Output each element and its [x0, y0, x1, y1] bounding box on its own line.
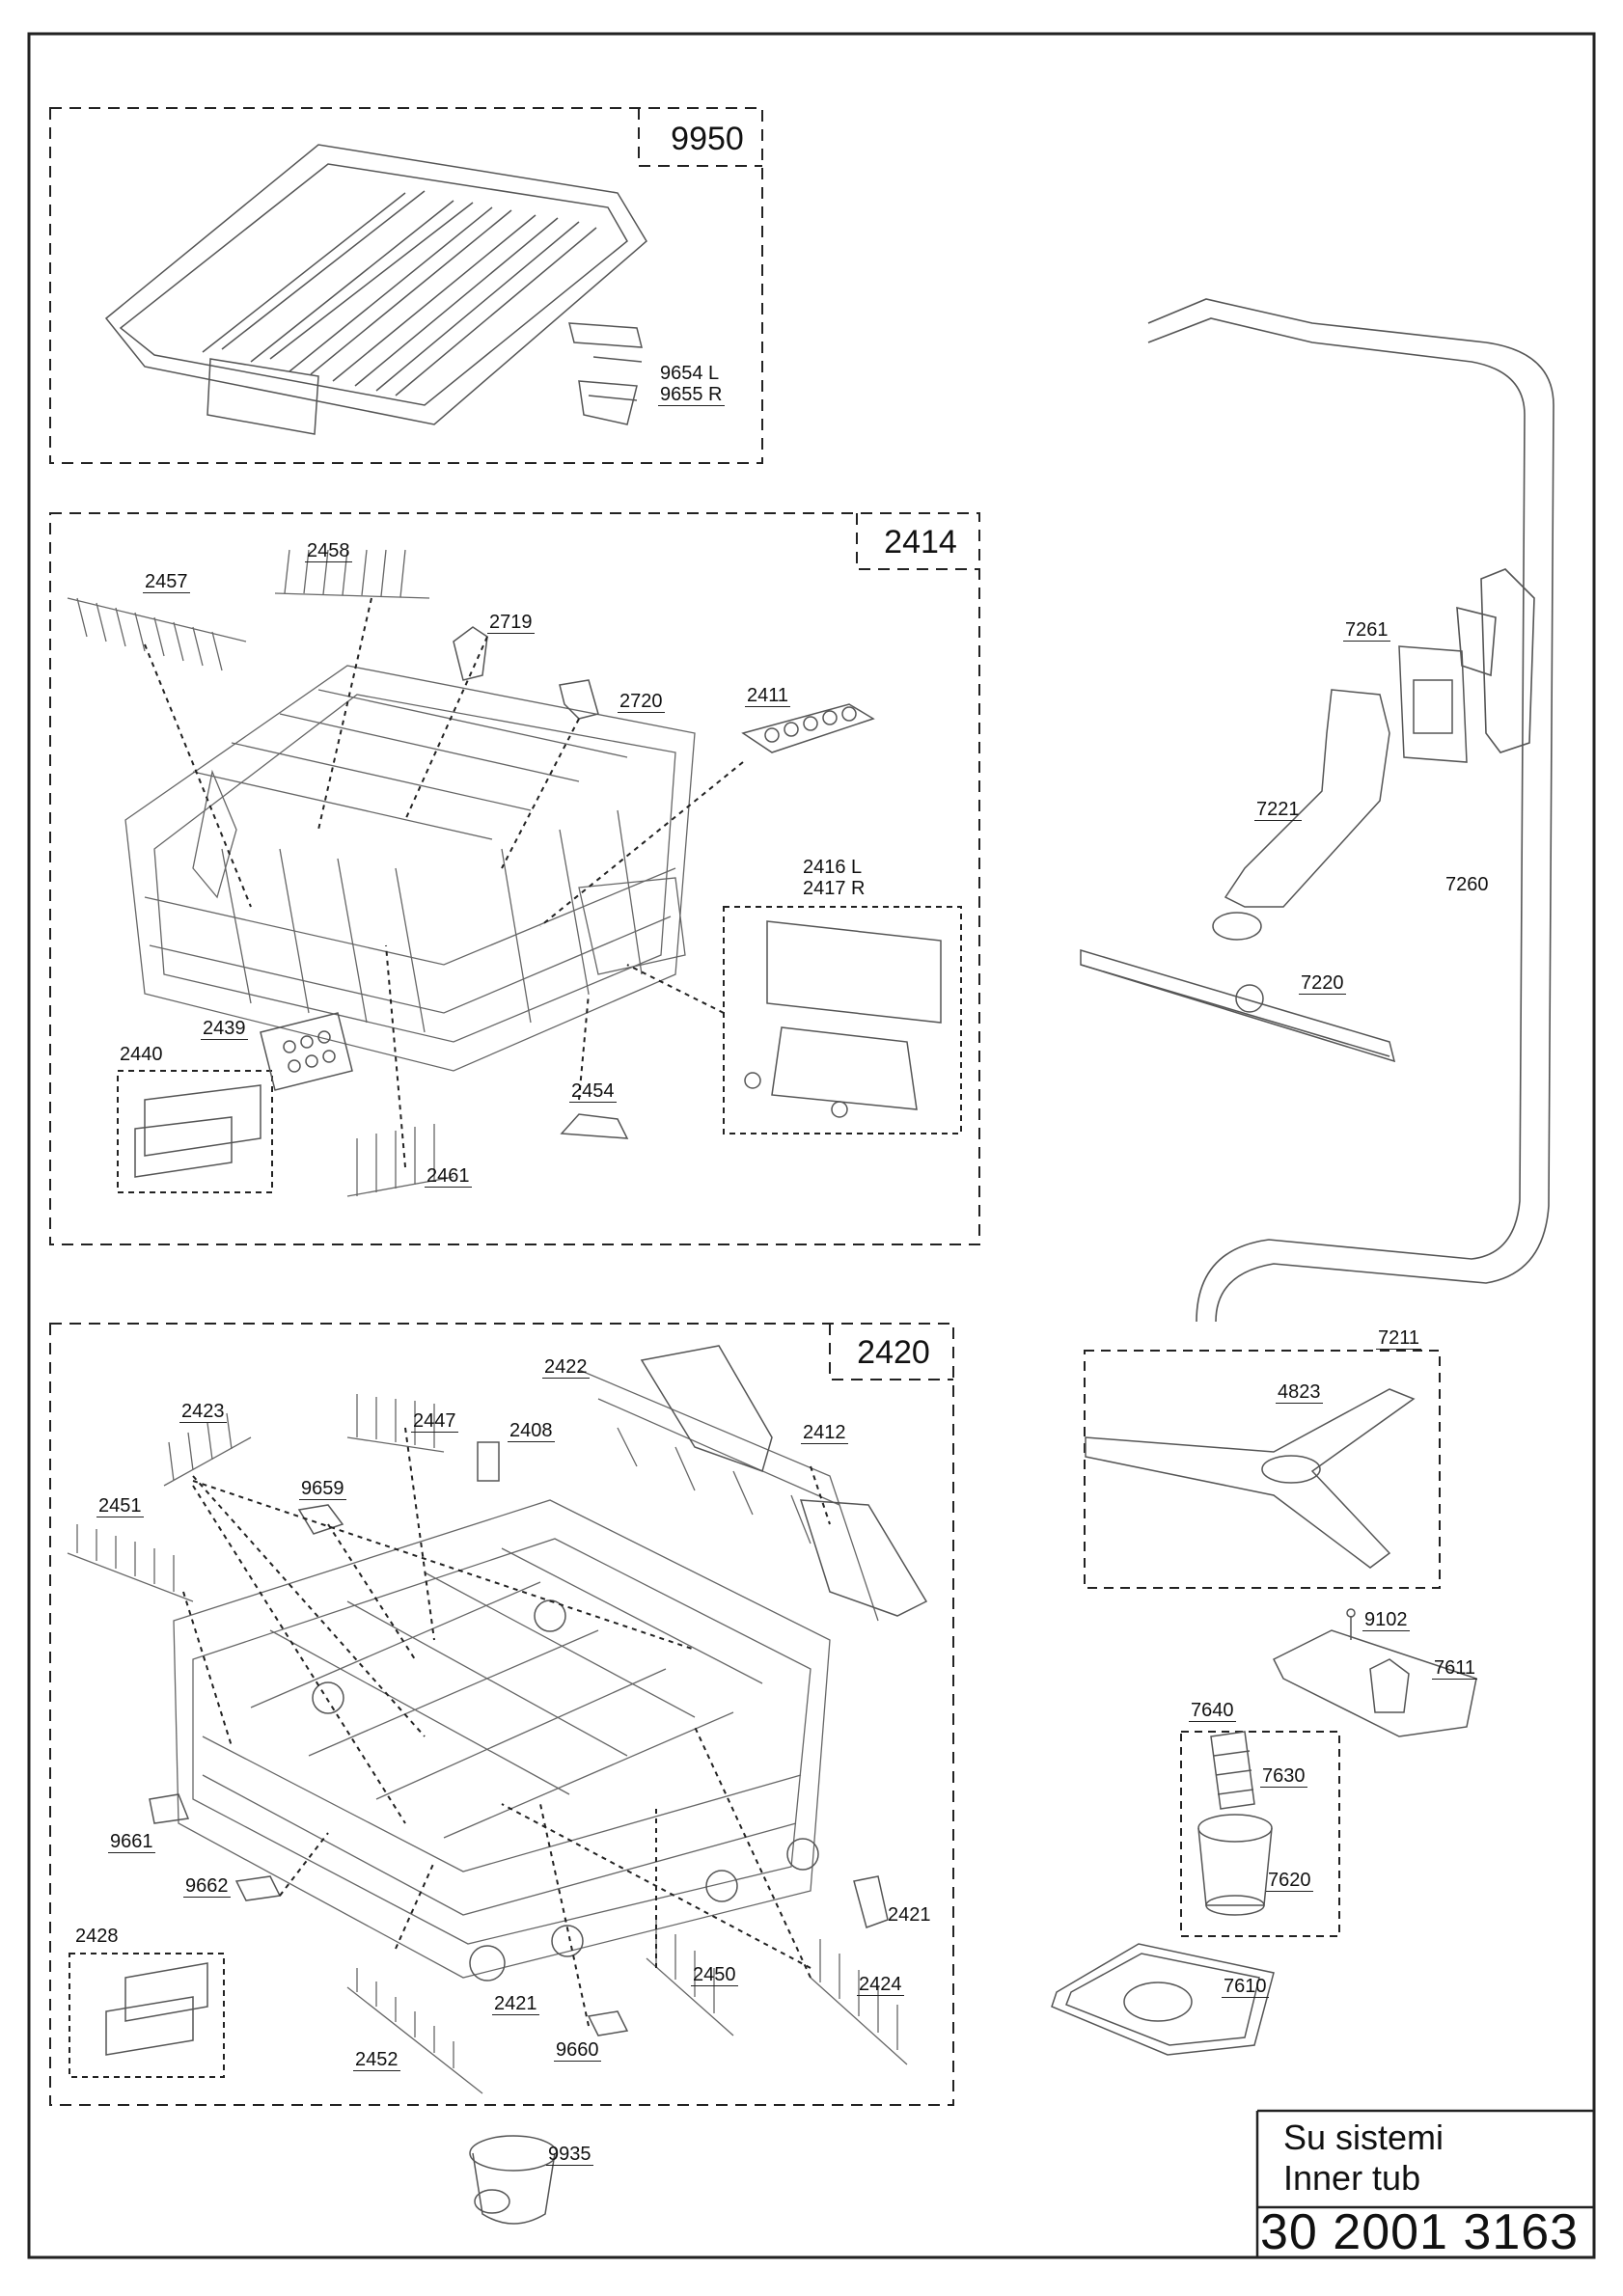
- upper-leader-lines: [144, 597, 744, 1168]
- group-9950-box: [49, 107, 763, 464]
- rack-part-2424-drawing: [810, 1939, 908, 2065]
- part-label-9662: 9662: [183, 1875, 231, 1898]
- part-7630-drawing: [1210, 1731, 1255, 1810]
- rack-part-2447-drawing: [346, 1394, 445, 1453]
- part-2439-drawing: [260, 1012, 353, 1091]
- rack-part-2457-drawing: [67, 597, 247, 671]
- part-label-2412: 2412: [801, 1422, 848, 1444]
- title-block-line-2: Inner tub: [1283, 2158, 1421, 2198]
- title-block-frame: [1255, 2109, 1594, 2257]
- part-label-9655: 9655 R: [658, 384, 725, 406]
- title-block-drawing-code: 30 2001 3163: [1260, 2204, 1580, 2260]
- part-label-2720: 2720: [618, 691, 665, 713]
- subgroup-7211-box: [1084, 1350, 1441, 1589]
- upper-basket-drawing: [124, 665, 696, 1072]
- sheet-frame: [27, 32, 1596, 2259]
- part-7620-drawing: [1197, 1814, 1273, 1916]
- group-label-2420: 2420: [857, 1334, 930, 1371]
- part-2440-drawing: [134, 1084, 261, 1178]
- part-label-2454: 2454: [569, 1080, 617, 1103]
- rack-part-2423-drawing: [163, 1412, 252, 1487]
- subgroup-2428-box: [69, 1953, 225, 2078]
- part-label-9661: 9661: [108, 1831, 155, 1853]
- part-label-2450: 2450: [691, 1964, 738, 1986]
- lower-basket-drawing: [173, 1369, 879, 1979]
- subgroup-2440-box: [117, 1070, 273, 1193]
- part-label-7221: 7221: [1254, 799, 1302, 821]
- part-label-2416: 2416 L: [803, 857, 863, 878]
- part-label-2421-bottom: 2421: [492, 1993, 539, 2015]
- rack-part-2452-drawing: [346, 1968, 483, 2094]
- part-2719-drawing: [453, 626, 488, 681]
- part-2454-drawing: [560, 1113, 629, 1139]
- part-label-4823: 4823: [1276, 1381, 1323, 1404]
- part-label-2458: 2458: [305, 540, 352, 562]
- group-2414-box: [49, 512, 980, 1245]
- subgroup-2416-box: [723, 906, 962, 1134]
- part-label-9659: 9659: [299, 1478, 346, 1500]
- part-2412-drawing: [640, 1345, 928, 1617]
- lower-clips-drawing: [149, 1504, 629, 2036]
- screw-9102-drawing: [1346, 1608, 1356, 1640]
- rack-part-2450-drawing: [646, 1920, 734, 2036]
- part-7220-spray-arm-drawing: [1080, 948, 1396, 1063]
- part-label-7610: 7610: [1222, 1976, 1269, 1998]
- part-2720-drawing: [559, 679, 599, 720]
- water-channel-drawing: [1147, 298, 1554, 1323]
- part-7221-drawing: [1212, 689, 1390, 941]
- part-7611-drawing: [1272, 1629, 1477, 1737]
- part-label-2424: 2424: [857, 1974, 904, 1996]
- part-label-7630: 7630: [1260, 1765, 1307, 1788]
- part-9935-drawing: [469, 2135, 558, 2225]
- part-label-9935: 9935: [546, 2144, 593, 2166]
- part-label-2461: 2461: [425, 1165, 472, 1188]
- rack-part-2451-drawing: [67, 1524, 194, 1602]
- part-2408-drawing: [477, 1441, 500, 1482]
- part-2428-drawing: [105, 1962, 208, 2056]
- part-label-7211: 7211: [1376, 1327, 1422, 1350]
- part-label-7261: 7261: [1343, 619, 1390, 642]
- part-label-2451: 2451: [96, 1495, 144, 1517]
- part-label-2423: 2423: [179, 1401, 227, 1423]
- part-2416-drawing: [744, 920, 942, 1118]
- wheels-2421-drawing: [312, 1599, 889, 1982]
- part-label-7620: 7620: [1266, 1870, 1313, 1892]
- group-label-9950: 9950: [671, 121, 744, 157]
- part-label-9102: 9102: [1362, 1609, 1410, 1631]
- group-label-2414: 2414: [884, 524, 957, 560]
- part-7261-drawing: [1398, 645, 1468, 763]
- part-label-9660: 9660: [554, 2039, 601, 2062]
- part-label-2439: 2439: [201, 1018, 248, 1040]
- part-label-2421-right: 2421: [888, 1904, 931, 1926]
- lower-leader-lines: [182, 1427, 831, 2027]
- part-label-9654: 9654 L: [660, 363, 720, 384]
- part-label-2447: 2447: [411, 1410, 458, 1433]
- part-2411-drawing: [741, 703, 875, 753]
- part-label-7220: 7220: [1299, 972, 1346, 995]
- part-label-2440: 2440: [120, 1044, 163, 1065]
- part-label-2719: 2719: [487, 612, 535, 634]
- group-2420-box: [49, 1323, 954, 2106]
- part-label-2457: 2457: [143, 571, 190, 593]
- title-block-line-1: Su sistemi: [1283, 2118, 1444, 2157]
- subgroup-7640-box: [1180, 1731, 1340, 1937]
- part-label-2422: 2422: [542, 1356, 590, 1379]
- part-7610-drawing: [1051, 1943, 1275, 2056]
- rack-part-2458-drawing: [274, 549, 430, 599]
- part-label-2417: 2417 R: [803, 878, 866, 899]
- part-label-2411: 2411: [745, 685, 791, 707]
- cutlery-tray-drawing: [104, 144, 647, 435]
- spray-arm-7211-drawing: [1085, 1388, 1416, 1569]
- part-label-7611: 7611: [1432, 1657, 1478, 1680]
- part-label-2452: 2452: [353, 2049, 400, 2071]
- rack-part-2461-drawing: [346, 1124, 454, 1197]
- part-label-7640: 7640: [1189, 1700, 1236, 1722]
- part-label-2428: 2428: [75, 1926, 119, 1947]
- part-label-7260: 7260: [1445, 874, 1489, 895]
- part-label-2408: 2408: [508, 1420, 555, 1442]
